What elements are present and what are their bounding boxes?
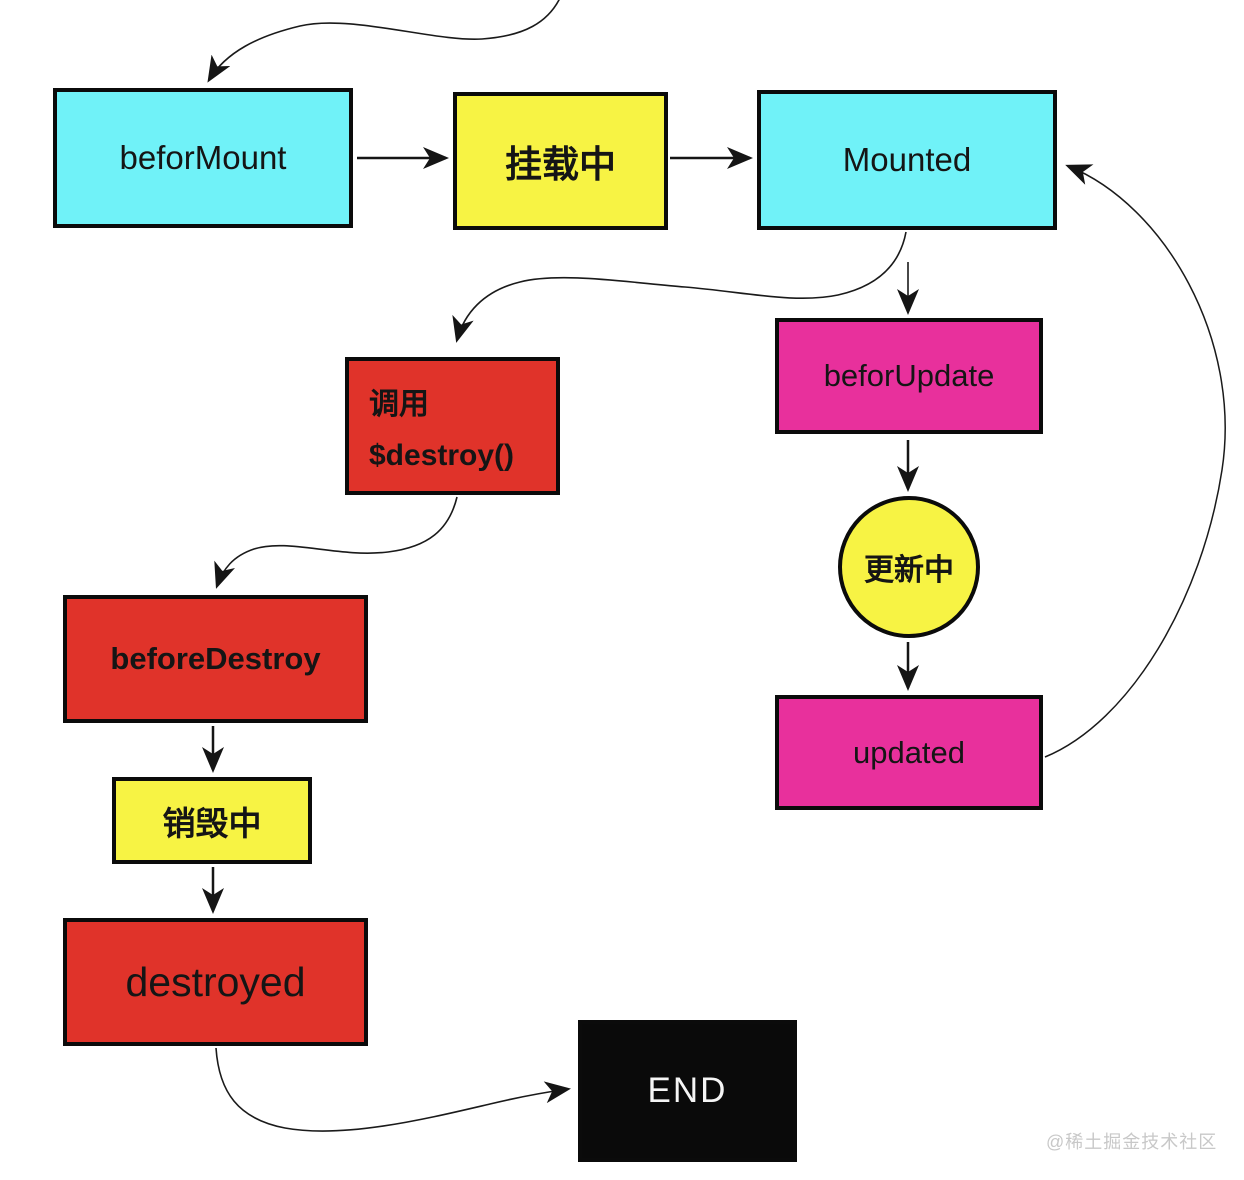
node-mounted: Mounted [757,90,1057,230]
node-befor-mount-label: beforMount [119,139,287,176]
node-call-destroy-line2: $destroy() [369,439,515,472]
node-before-destroy: beforeDestroy [63,595,368,723]
node-before-destroy-label: beforeDestroy [110,641,321,676]
node-destroying: 销毁中 [112,777,312,864]
arrow-entry-to-befor-mount [207,0,560,83]
node-call-destroy: 调用 $destroy() [345,357,560,495]
node-destroying-label: 销毁中 [162,804,262,842]
node-destroyed-label: destroyed [125,958,306,1005]
node-end-label: END [647,1071,728,1110]
arrow-call-destroy-to-before-destroy [214,496,458,589]
node-updated: updated [775,695,1043,810]
node-befor-mount: beforMount [53,88,353,228]
node-befor-update-label: beforUpdate [823,358,995,393]
node-mounting-label: 挂载中 [505,144,616,185]
node-mounted-label: Mounted [842,141,972,178]
node-updated-label: updated [852,734,966,770]
node-updating-circle: 更新中 [838,496,980,638]
node-mounting: 挂载中 [453,92,668,230]
node-end: END [578,1020,797,1162]
node-destroyed: destroyed [63,918,368,1046]
arrow-updated-to-mounted [1044,164,1226,758]
arrow-mounted-to-call-destroy [452,231,907,343]
arrow-destroyed-to-end [215,1047,571,1132]
node-befor-update: beforUpdate [775,318,1043,434]
node-call-destroy-line1: 调用 [369,388,429,421]
watermark: @稀土掘金技术社区 [1046,1132,1218,1152]
node-updating-label: 更新中 [864,554,954,587]
